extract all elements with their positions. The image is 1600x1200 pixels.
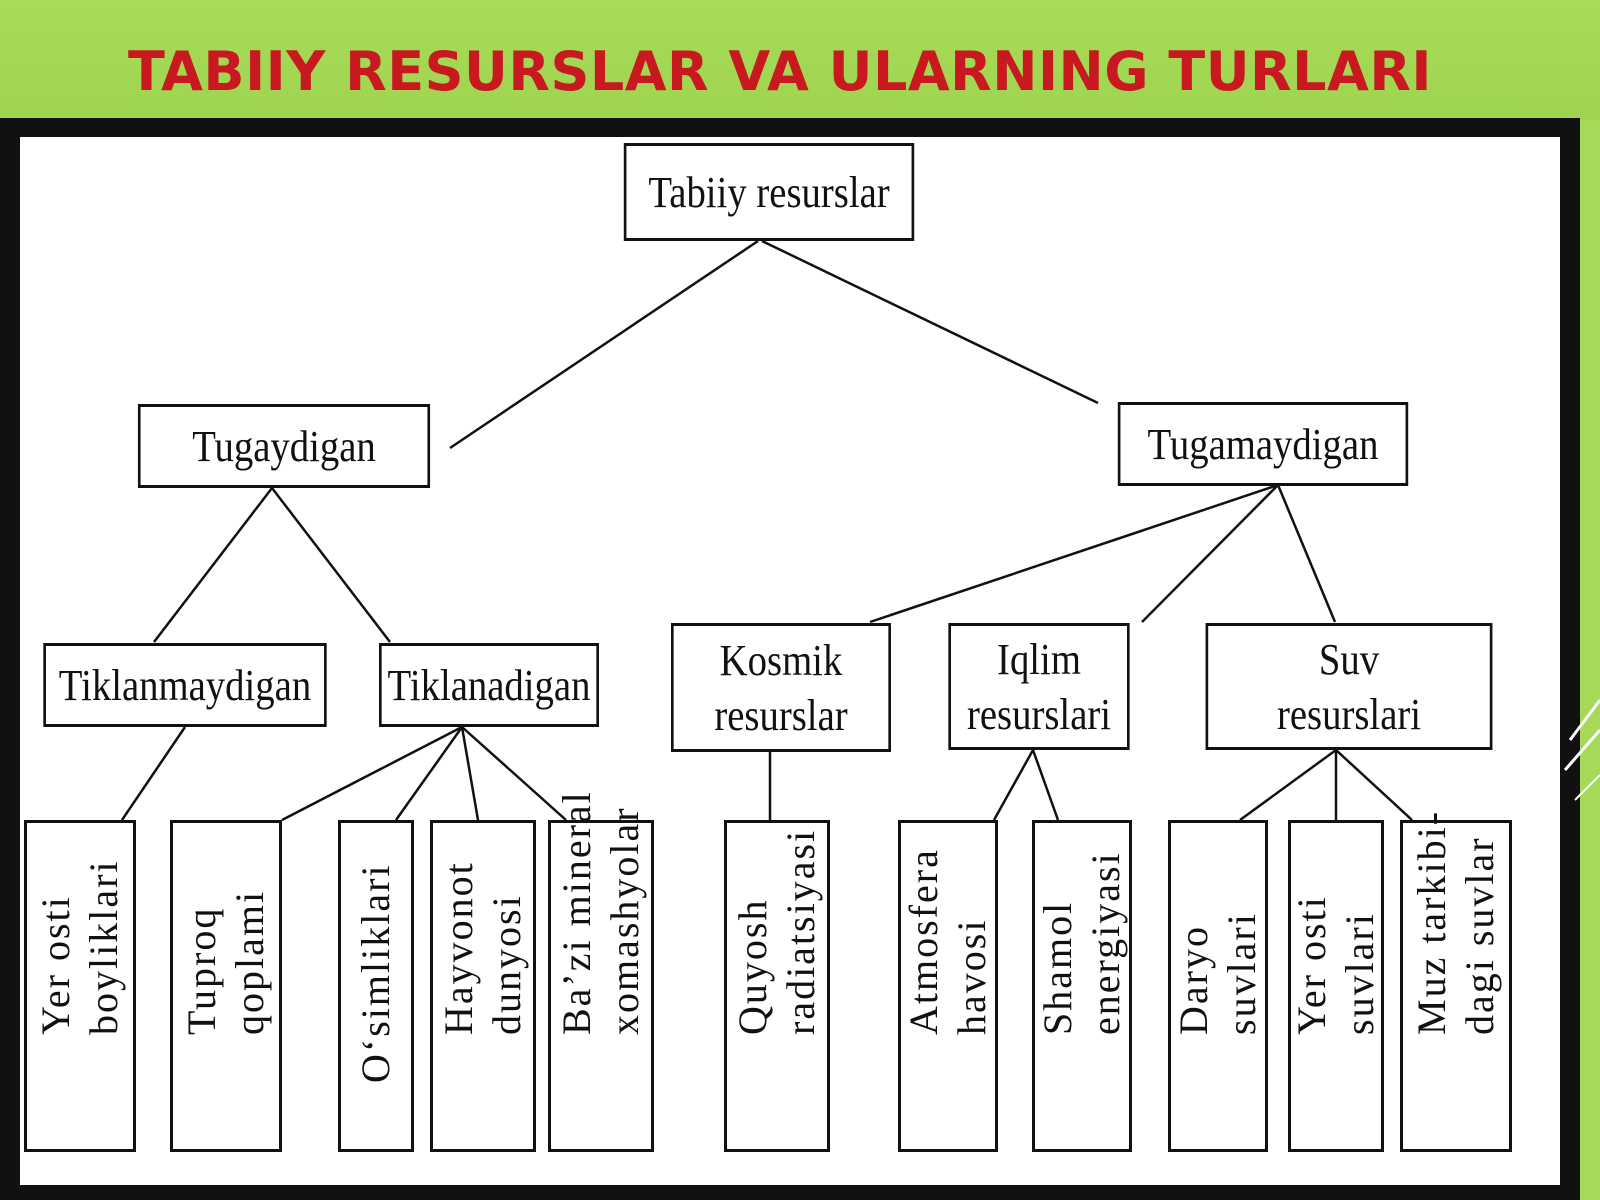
edge-tugamaydigan-iqlim [1141,484,1279,623]
edge-iqlim-shamol [1031,749,1060,821]
node-label: Tugaydigan [192,421,376,471]
node-kosmik-resurslar: Kosmik resurslar [671,623,891,752]
decorative-stripes-icon [1563,699,1600,801]
edge-tugaydigan-tiklanadigan [271,487,391,643]
edge-iqlim-atmosfera [992,749,1035,821]
page-title: TABIIY RESURSLAR VA ULARNING TURLARI [127,40,1433,103]
leaf-label: Muz tarkibi-dagi suvlar [1409,809,1502,1035]
node-label: Tiklanmaydigan [58,660,312,710]
node-iqlim-resurslari: Iqlim resurslari [948,623,1130,750]
node-label-line: Suv [1318,634,1380,684]
node-tiklanmaydigan: Tiklanmaydigan [43,643,327,727]
node-tugaydigan: Tugaydigan [137,404,431,488]
edge-tugaydigan-tiklanmaydigan [153,487,273,643]
edge-tiklanadigan-bazi [461,726,567,821]
node-tabiiy-resurslar: Tabiiy resurslar [623,143,915,241]
node-suv-resurslari: Suv resurslari [1205,623,1493,750]
leaf-label: O‘simliklari [353,863,398,1083]
node-label-line: resurslari [1276,689,1422,739]
node-label-line: resurslari [966,689,1112,739]
edge-suv-muz [1335,749,1413,821]
node-label-line: Kosmik [719,635,843,685]
node-label: Tiklanadigan [387,660,591,710]
node-label: Tabiiy resurslar [648,167,890,217]
leaf-muz-tarkibidagi-suvlar: Muz tarkibi-dagi suvlar [1400,810,1512,1152]
edge-suv-daryo [1239,748,1337,822]
leaf-osimliklari: O‘simliklari [338,820,414,1152]
node-label: Tugamaydigan [1147,419,1379,469]
edge-tugamaydigan-kosmik [869,483,1279,624]
edge-root-tugaydigan [449,239,759,450]
edge-tugamaydigan-suv [1276,484,1337,623]
edge-tiklanadigan-tuproq [281,725,463,822]
edge-tiklanadigan-hayvonot [460,726,480,821]
edge-root-tugamaydigan [761,239,1099,405]
node-label-line: Iqlim [997,634,1081,684]
edge-tiklanadigan-osimliklari [394,726,464,821]
node-tugamaydigan: Tugamaydigan [1117,402,1409,486]
node-label-line: resurslar [714,690,848,740]
edge-tiklanmaydigan-yer-osti [120,726,187,821]
header-band [0,0,1600,120]
node-tiklanadigan: Tiklanadigan [379,643,599,727]
